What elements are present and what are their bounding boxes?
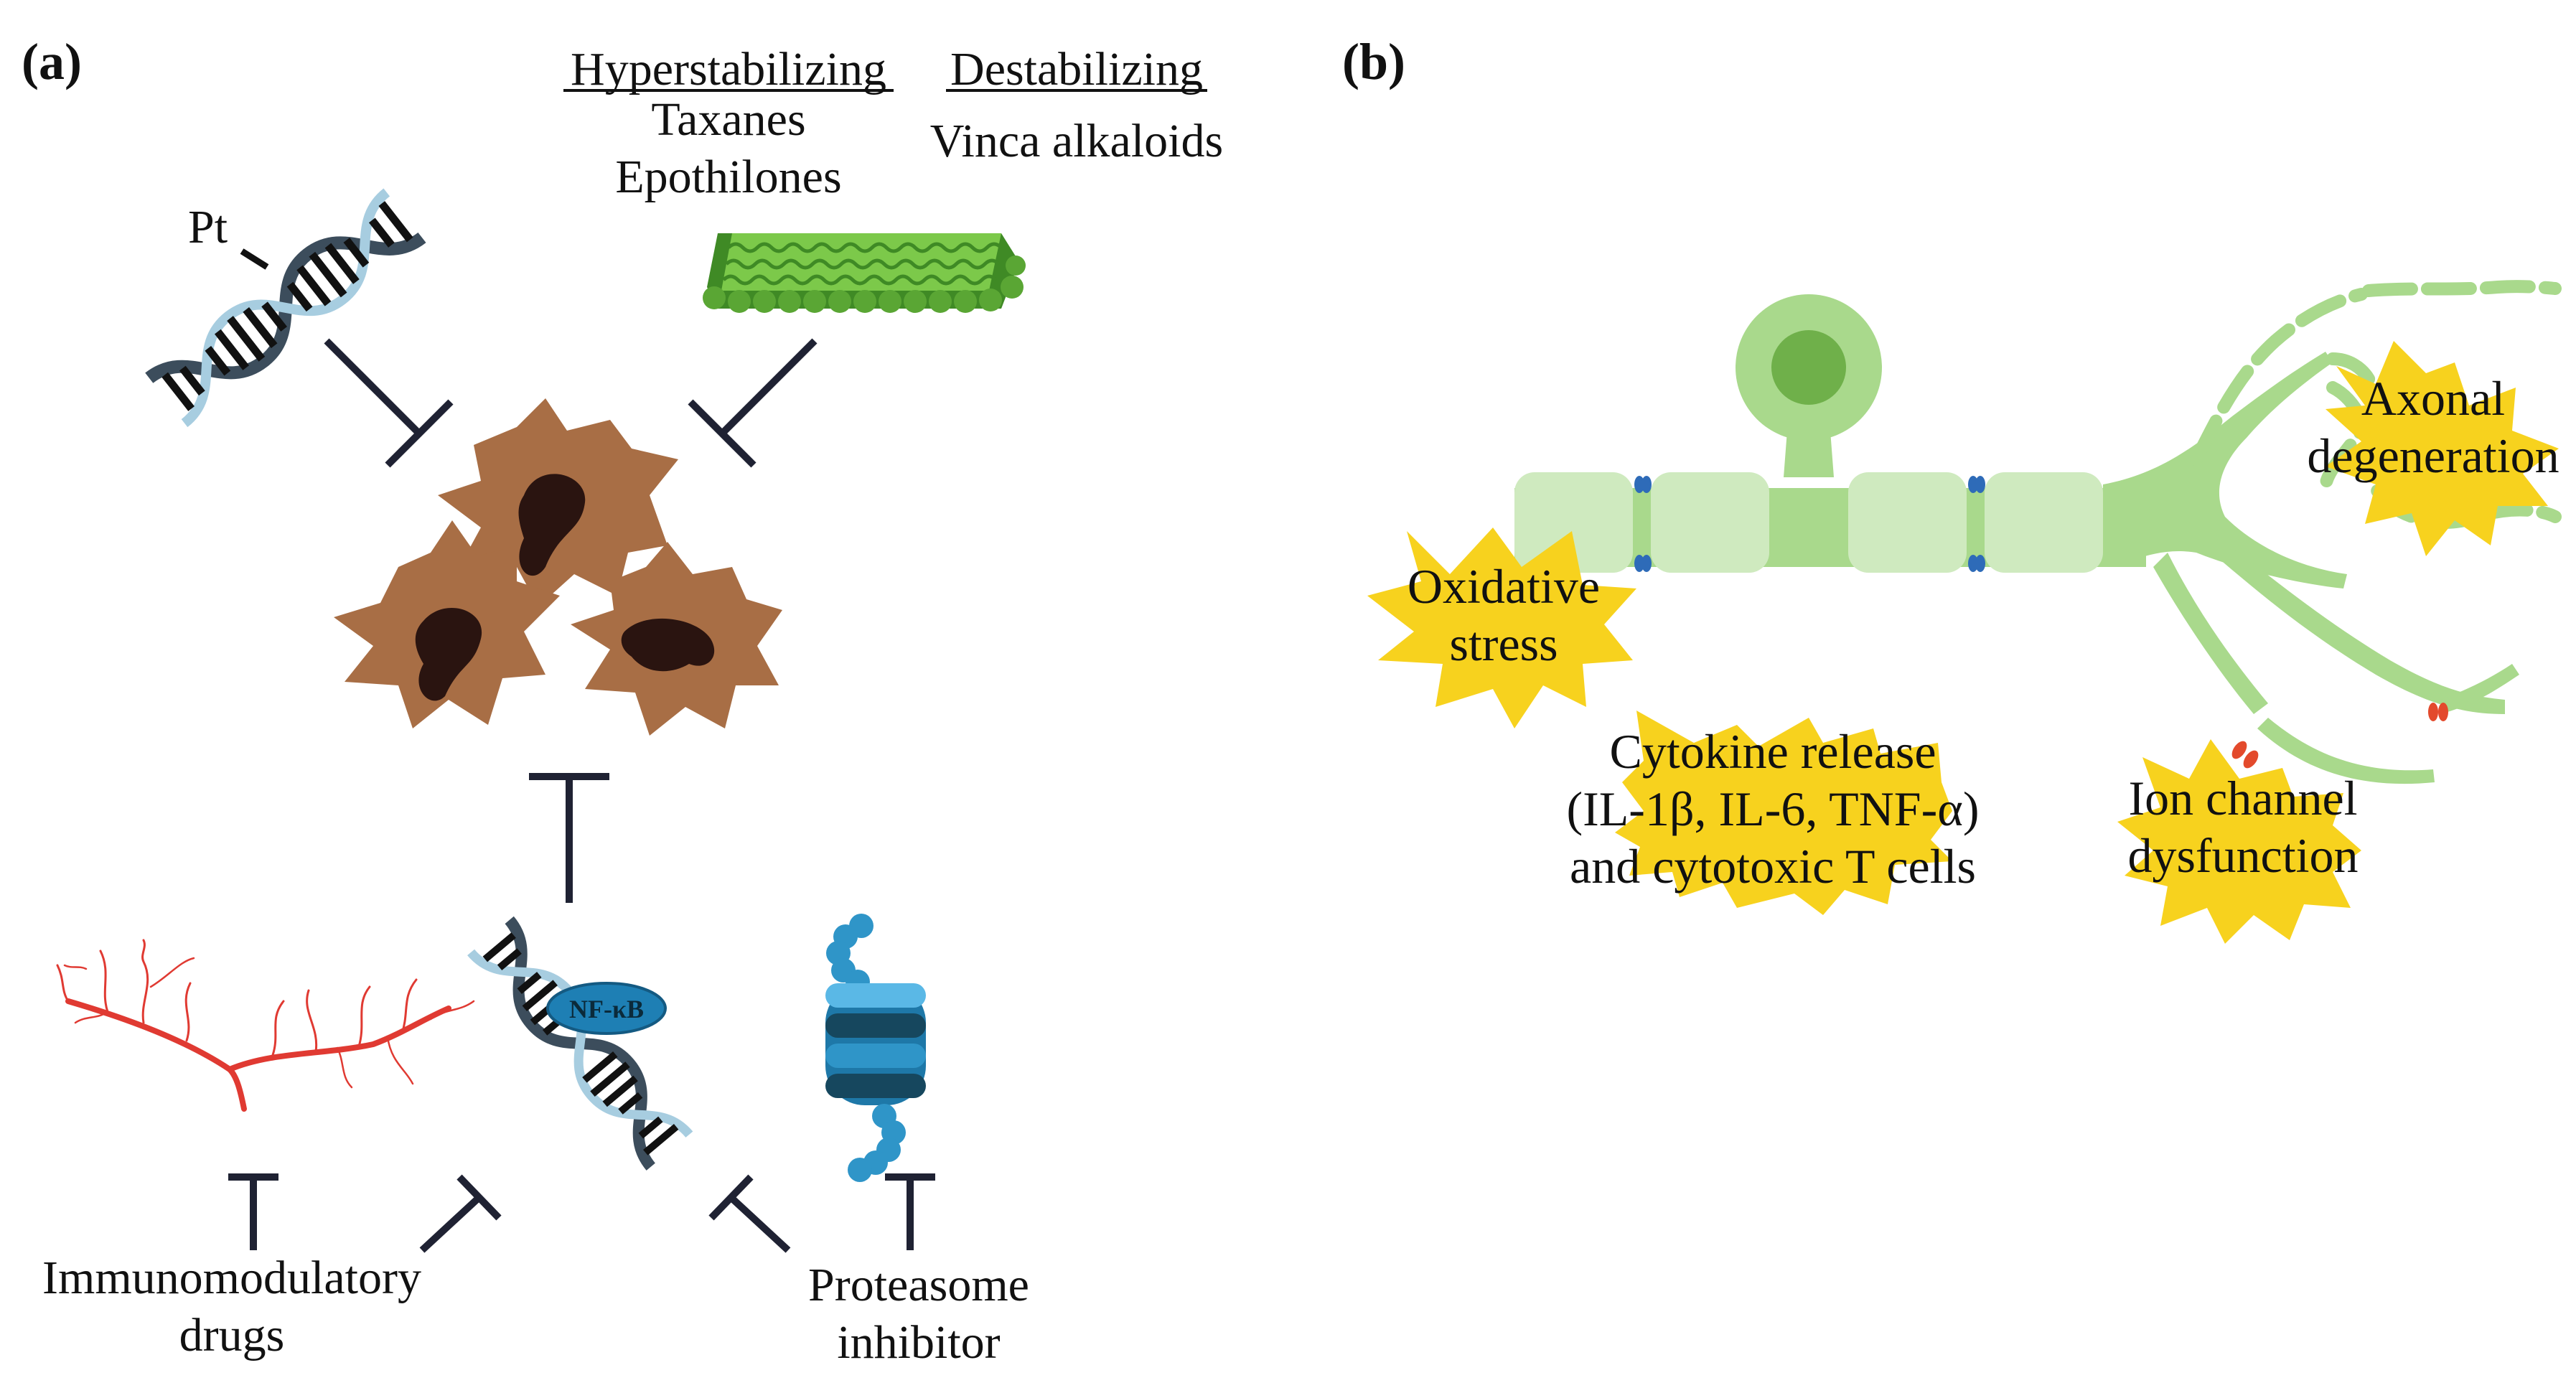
inhibition-arrow-immunomodulatory-nfkb bbox=[419, 1174, 502, 1253]
cytokine-label-line2: (IL-1β, IL-6, TNF-α) bbox=[1566, 782, 1979, 836]
proteasome-icon bbox=[825, 914, 926, 1182]
ion-channel-label-line1: Ion channel bbox=[2128, 771, 2357, 825]
starburst-icon-ion-channel bbox=[2117, 739, 2361, 944]
destabilizing-heading: Destabilizing bbox=[950, 43, 1203, 95]
panel-a-label: (a) bbox=[22, 33, 82, 90]
microtubule-icon bbox=[703, 233, 1026, 313]
cytokine-label-line3: and cytotoxic T cells bbox=[1570, 839, 1976, 894]
nfkb-dna-icon bbox=[467, 916, 693, 1171]
immunomodulatory-label-line1: Immunomodulatory bbox=[42, 1252, 421, 1304]
tumor-cells-icon bbox=[334, 398, 782, 736]
axonal-label-line1: Axonal bbox=[2361, 371, 2505, 426]
proteasome-label-line2: inhibitor bbox=[837, 1316, 1000, 1369]
inhibition-arrow-platinum bbox=[324, 338, 454, 468]
panel-b-label: (b) bbox=[1342, 33, 1405, 90]
proteasome-label-line1: Proteasome bbox=[808, 1259, 1029, 1311]
immunomodulatory-label-line2: drugs bbox=[179, 1309, 285, 1361]
starburst-icon-cytokine bbox=[1615, 711, 1952, 915]
inhibition-arrow-proteasome bbox=[885, 1173, 935, 1250]
inhibition-arrow-immunomodulatory-vessel bbox=[228, 1173, 278, 1250]
neuron-icon bbox=[1514, 280, 2562, 784]
platinum-bond bbox=[240, 248, 269, 270]
platinum-dna-icon bbox=[145, 188, 426, 428]
oxidative-label-line1: Oxidative bbox=[1408, 559, 1600, 614]
vinca-label: Vinca alkaloids bbox=[930, 115, 1223, 167]
starburst-icon-oxidative bbox=[1367, 528, 1636, 728]
platinum-label: Pt bbox=[188, 201, 228, 253]
axonal-label-line2: degeneration bbox=[2307, 428, 2559, 483]
inhibition-arrow-proteasome-nfkb bbox=[708, 1174, 791, 1253]
ion-channel-label-line2: dysfunction bbox=[2127, 828, 2358, 883]
nfkb-label: NF-κB bbox=[569, 995, 644, 1023]
taxanes-label: Taxanes bbox=[651, 93, 805, 146]
starburst-icon-axonal bbox=[2326, 341, 2559, 556]
hyperstabilizing-heading: Hyperstabilizing bbox=[571, 43, 886, 95]
cytokine-label-line1: Cytokine release bbox=[1609, 724, 1936, 779]
oxidative-label-line2: stress bbox=[1449, 617, 1558, 671]
inhibition-arrow-microtubule bbox=[688, 338, 818, 468]
inhibition-arrow-nfkb bbox=[529, 773, 609, 903]
blood-vessel-icon bbox=[56, 939, 475, 1112]
epothilones-label: Epothilones bbox=[615, 151, 841, 203]
